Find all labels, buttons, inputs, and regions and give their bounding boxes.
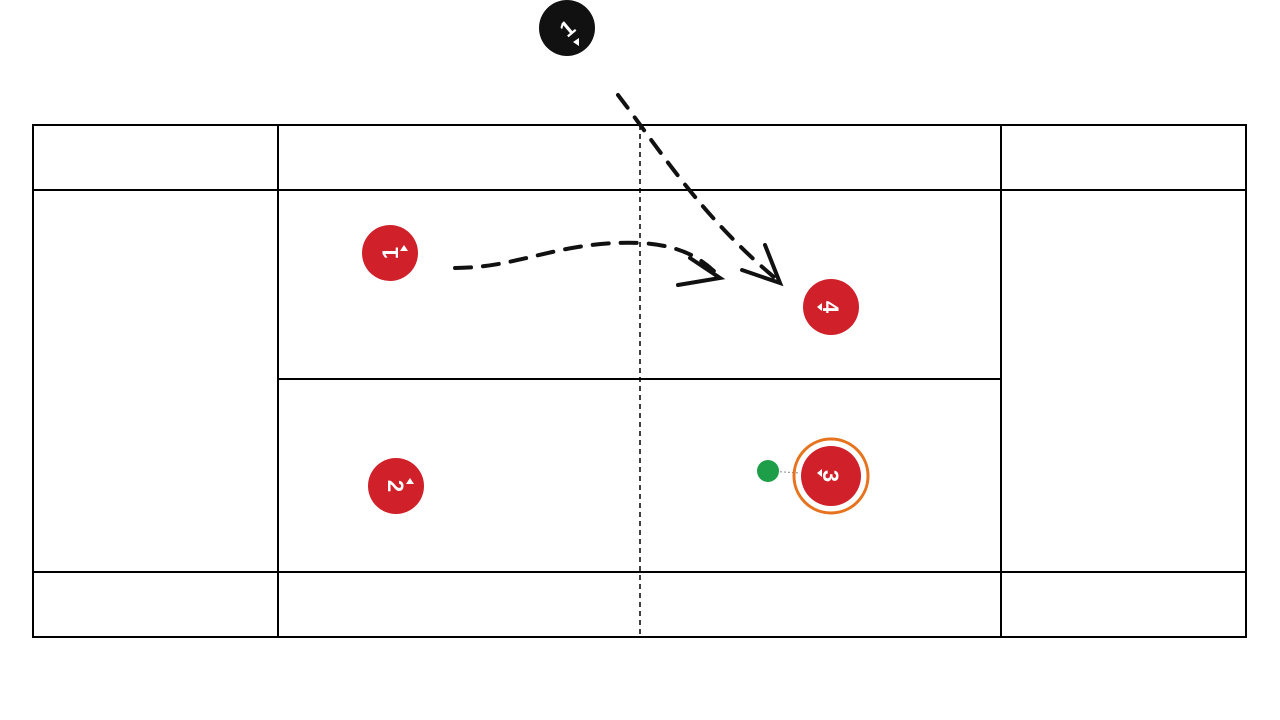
movement-arrow-feeder[interactable] [616,93,777,280]
svg-text:2: 2 [383,480,408,492]
arrowhead-icon [740,243,784,287]
movement-arrow-player-1[interactable] [453,240,717,274]
direction-icon [573,38,579,46]
player-token-4[interactable]: 4 [803,279,859,335]
ball-feeder-token[interactable]: 1 [539,0,595,56]
svg-text:4: 4 [818,301,843,314]
player-token-2[interactable]: 2 [368,458,424,514]
direction-icon [817,469,822,477]
direction-icon [817,303,822,311]
tennis-court [32,124,1247,638]
player-token-3[interactable]: 3 [801,446,861,506]
svg-text:3: 3 [818,470,843,482]
direction-icon [400,245,408,251]
direction-icon [406,478,414,484]
svg-text:1: 1 [378,247,403,259]
player-token-1[interactable]: 1 [362,225,418,281]
arrowhead-icon [676,256,726,287]
rotation-handle[interactable] [757,460,779,482]
selection-ring [792,437,870,515]
selected-player-3[interactable]: 3 [757,437,870,515]
